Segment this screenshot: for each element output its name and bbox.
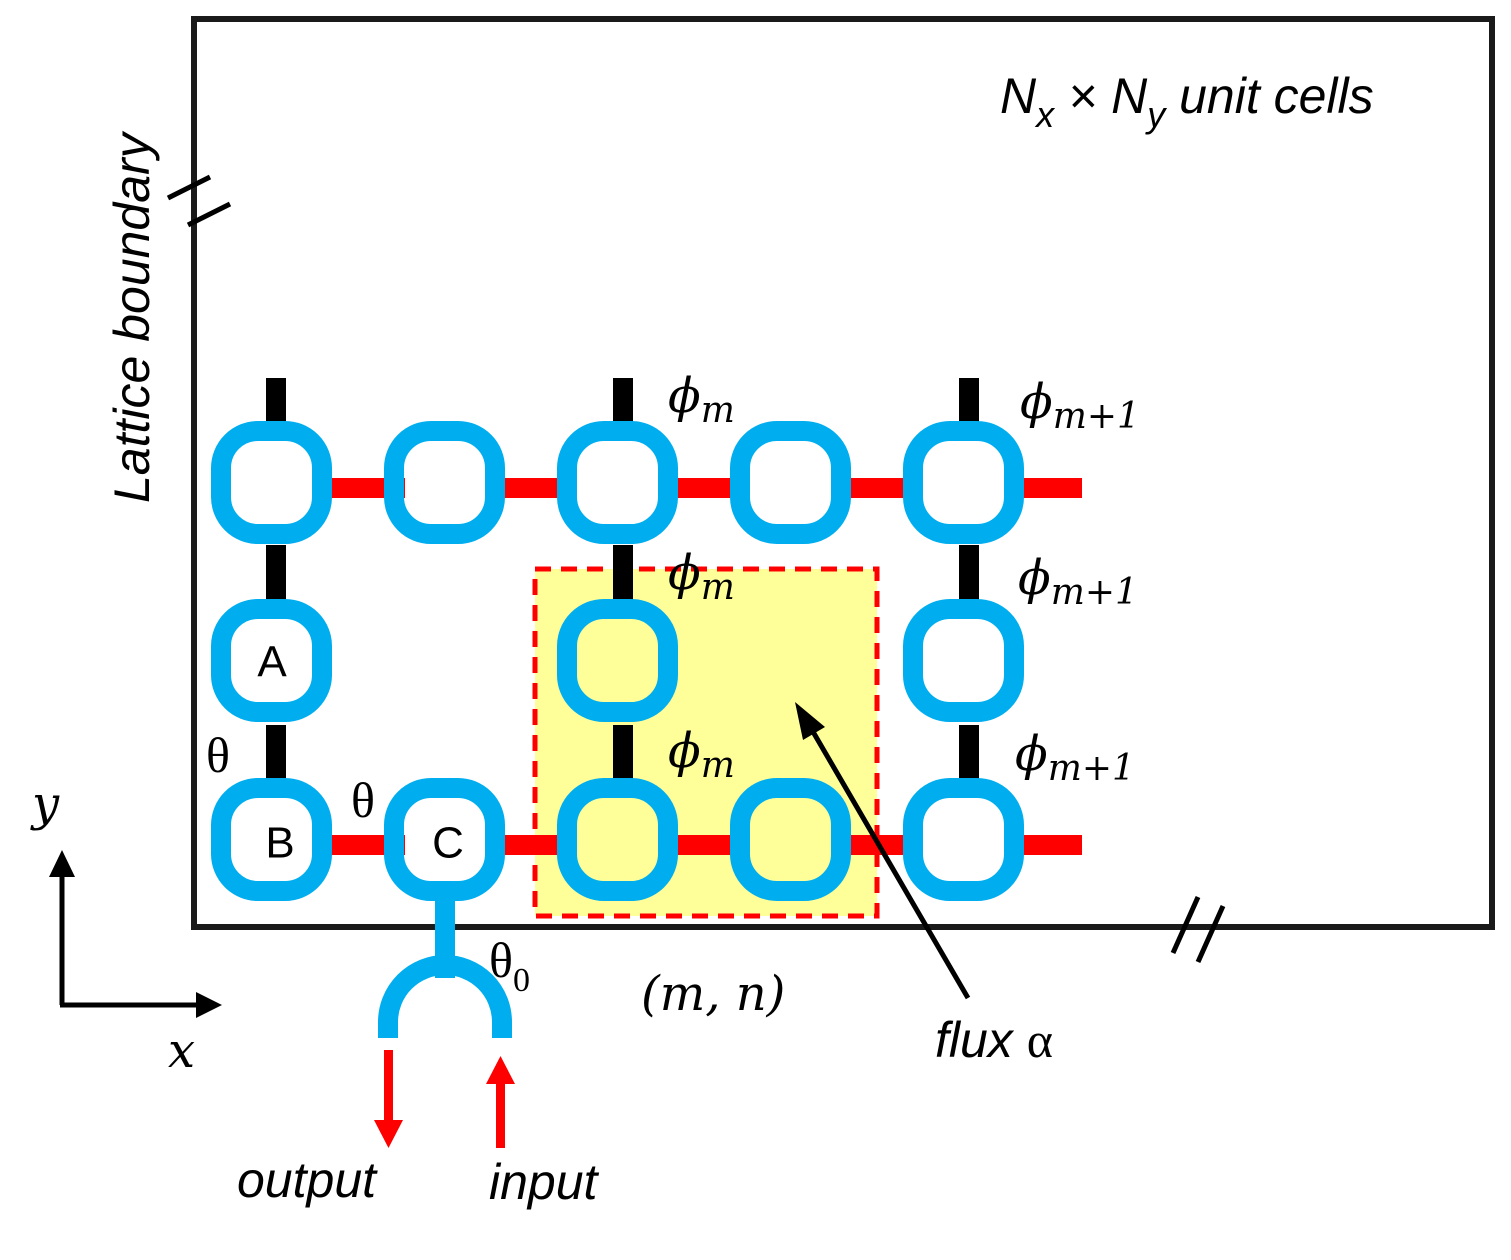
- lattice-boundary-label: Lattice boundary: [104, 130, 160, 503]
- ring: [557, 599, 678, 722]
- ring: [730, 778, 851, 901]
- phi-m1-label-mid: ϕm+1: [1018, 550, 1138, 613]
- top-row-couplers: [330, 478, 1082, 498]
- ring: [903, 421, 1024, 544]
- ring: [730, 421, 851, 544]
- phi-m1-label-low: ϕm+1: [1015, 726, 1135, 789]
- ring: [557, 421, 678, 544]
- phi-m1-label-top: ϕm+1: [1020, 374, 1140, 437]
- ring-a-label: A: [257, 638, 287, 687]
- rings-top-row: [211, 421, 1024, 544]
- lattice-boundary-box: [191, 16, 1495, 930]
- rings-middle-row: [211, 599, 1024, 722]
- ring-b-label: B: [265, 819, 294, 868]
- ring: [557, 778, 678, 901]
- vertical-couplers: [266, 378, 979, 783]
- phi-m-label-mid: ϕm: [668, 545, 735, 608]
- ring-b: [211, 778, 332, 901]
- ring: [384, 421, 505, 544]
- theta0-label: θ0: [489, 932, 530, 999]
- ring-c: [384, 778, 505, 901]
- title: Nx × Ny unit cells: [1000, 68, 1374, 135]
- theta-vertical-label: θ: [206, 727, 230, 783]
- cell-index-label: (m, n): [641, 966, 785, 1022]
- ring-c-label: C: [432, 819, 464, 868]
- output-label: output: [237, 1152, 378, 1208]
- x-axis-label: x: [168, 1023, 195, 1079]
- ring: [903, 778, 1024, 901]
- io-waveguide: [378, 898, 512, 1038]
- rings-bottom-row: [211, 778, 1024, 901]
- input-label: input: [489, 1154, 600, 1210]
- input-arrow: [486, 1056, 515, 1148]
- phi-m-label-low: ϕm: [668, 723, 735, 786]
- break-mark-right: [1170, 895, 1226, 964]
- flux-label: flux α: [935, 1012, 1053, 1068]
- ring: [211, 421, 332, 544]
- ring-a: [211, 599, 332, 722]
- theta-horizontal-label: θ: [351, 772, 375, 828]
- y-axis-label: y: [30, 776, 60, 832]
- output-arrow: [374, 1050, 403, 1148]
- ring: [903, 599, 1024, 722]
- coordinate-axes: [49, 850, 222, 1018]
- flux-arrow: [795, 702, 971, 1000]
- phi-m-label-top: ϕm: [668, 368, 735, 431]
- break-mark-left: [166, 174, 232, 228]
